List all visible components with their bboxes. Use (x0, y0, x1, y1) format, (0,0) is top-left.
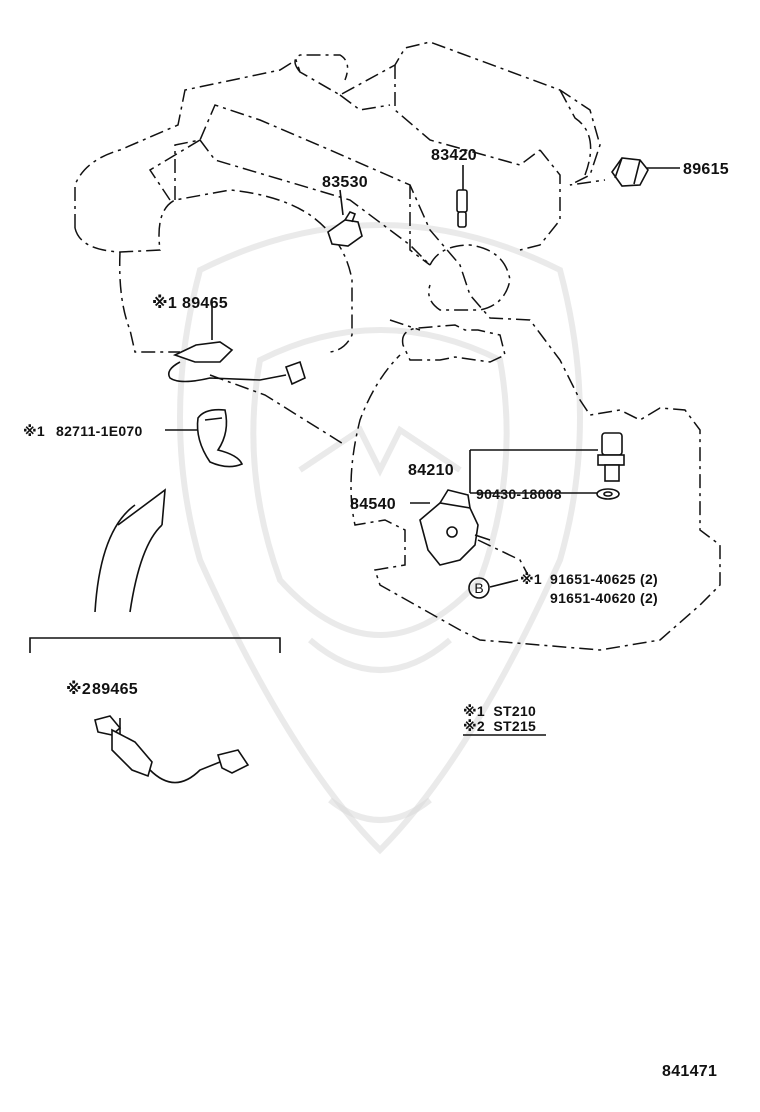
label-84540: 84540 (350, 496, 396, 513)
engine-outline (74, 41, 721, 651)
b-marker: B (468, 577, 490, 599)
part-82711-clamp (196, 408, 244, 468)
part-83530-switch (327, 211, 363, 247)
label-89465-bottom-mark: ※2 (66, 680, 91, 698)
part-89465-oxygen-sensor-bottom (94, 715, 250, 784)
label-83420: 83420 (431, 147, 477, 164)
leader-lines (119, 165, 680, 735)
part-83420-sensor (456, 189, 468, 228)
part-89465-oxygen-sensor-top (167, 341, 306, 386)
figure-number: 841471 (662, 1063, 717, 1080)
section-bracket (29, 637, 281, 653)
label-84210: 84210 (408, 462, 454, 479)
legend-row-1: ※1 ST210 (463, 703, 536, 719)
label-89465-top: 89465 (182, 295, 228, 312)
part-84210-sensor (597, 432, 625, 482)
label-90430: 90430-18008 (476, 486, 562, 502)
label-91651-mark: ※1 (520, 571, 542, 587)
label-82711: 82711-1E070 (56, 423, 143, 439)
part-90430-gasket (596, 488, 620, 500)
label-89615: 89615 (683, 161, 729, 178)
label-83530: 83530 (322, 174, 368, 191)
part-84540-switch (419, 489, 491, 566)
direction-arrow (94, 488, 166, 613)
watermark-emblem (177, 222, 583, 855)
label-89465-bottom: 89465 (92, 681, 138, 698)
part-89615-sensor (611, 157, 649, 187)
label-91651-b: 91651-40620 (2) (550, 590, 658, 606)
label-82711-mark: ※1 (23, 423, 45, 439)
model-legend: ※1 ST210 ※2 ST215 (463, 703, 546, 736)
label-89465-top-mark: ※1 (152, 294, 177, 312)
label-91651-a: 91651-40625 (2) (550, 571, 658, 587)
legend-row-2: ※2 ST215 (463, 718, 536, 734)
b-marker-label: B (474, 580, 483, 596)
